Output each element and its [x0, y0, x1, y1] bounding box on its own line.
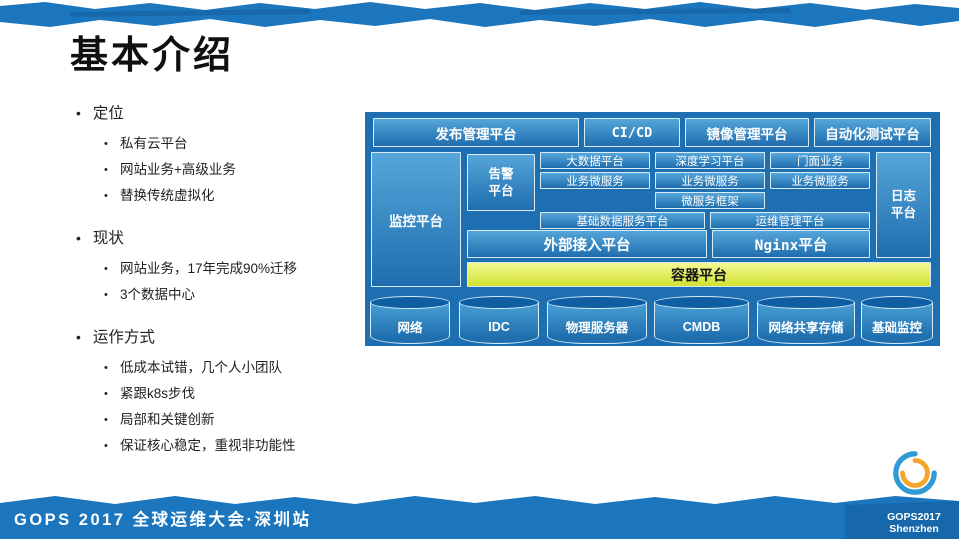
- bullet-item: 紧跟k8s步伐: [76, 381, 376, 407]
- brand-text: GOPS2017 Shenzhen: [875, 511, 953, 535]
- cylinder-shared-storage: 网络共享存储: [757, 296, 855, 344]
- cylinder-label: 网络: [397, 321, 423, 335]
- bullet-group-status: 现状 网站业务，17年完成90%迁移 3个数据中心: [76, 227, 376, 308]
- cylinder-top: [861, 296, 933, 309]
- box-nginx-platform: Nginx平台: [712, 230, 870, 258]
- bullet-item: 3个数据中心: [76, 282, 376, 308]
- box-micro-service-1: 业务微服务: [540, 172, 650, 189]
- box-alert-platform: 告警平台: [467, 154, 535, 211]
- cylinder-label: 基础监控: [871, 321, 922, 335]
- box-microservice-framework: 微服务框架: [655, 192, 765, 209]
- bullet-item: 网站业务，17年完成90%迁移: [76, 256, 376, 282]
- bullet-heading: 定位: [76, 102, 376, 125]
- cylinder-label: CMDB: [682, 319, 721, 334]
- architecture-diagram: 发布管理平台 CI/CD 镜像管理平台 自动化测试平台 监控平台 告警平台 日志…: [365, 112, 940, 346]
- box-facade-service: 门面业务: [770, 152, 870, 169]
- cylinder-body: [547, 302, 647, 344]
- box-monitor-platform: 监控平台: [371, 152, 461, 287]
- cylinder-body: [861, 302, 933, 344]
- box-ops-mgmt-platform: 运维管理平台: [710, 212, 870, 229]
- bullet-item: 保证核心稳定，重视非功能性: [76, 433, 376, 459]
- box-bigdata-platform: 大数据平台: [540, 152, 650, 169]
- box-micro-service-2: 业务微服务: [655, 172, 765, 189]
- box-autotest-platform: 自动化测试平台: [814, 118, 931, 147]
- box-external-access-platform: 外部接入平台: [467, 230, 707, 258]
- cylinder-body: [370, 302, 450, 344]
- cylinder-top: [370, 296, 450, 309]
- box-log-platform: 日志平台: [876, 152, 931, 258]
- bullet-item: 替换传统虚拟化: [76, 183, 376, 209]
- box-deeplearning-platform: 深度学习平台: [655, 152, 765, 169]
- box-base-data-platform: 基础数据服务平台: [540, 212, 705, 229]
- cylinder-body: [654, 302, 749, 344]
- page-title: 基本介绍: [70, 35, 235, 77]
- cylinder-top: [654, 296, 749, 309]
- bullet-group-operation: 运作方式 低成本试错，几个人小团队 紧跟k8s步伐 局部和关键创新 保证核心稳定…: [76, 326, 376, 459]
- cylinder-top: [459, 296, 539, 309]
- cylinder-idc: IDC: [459, 296, 539, 344]
- bullet-item: 低成本试错，几个人小团队: [76, 355, 376, 381]
- cylinder-label: 网络共享存储: [768, 321, 844, 335]
- box-image-mgmt-platform: 镜像管理平台: [685, 118, 809, 147]
- box-cicd: CI/CD: [584, 118, 680, 147]
- cylinder-label: IDC: [488, 319, 510, 334]
- bottom-brush-band: [0, 496, 959, 539]
- cylinder-base-monitor: 基础监控: [861, 296, 933, 344]
- cylinder-cmdb: CMDB: [654, 296, 749, 344]
- box-container-platform: 容器平台: [467, 262, 931, 287]
- cylinder-physical-server: 物理服务器: [547, 296, 647, 344]
- bullet-group-positioning: 定位 私有云平台 网站业务+高级业务 替换传统虚拟化: [76, 102, 376, 209]
- box-log-label: 日志平台: [890, 189, 916, 220]
- bullet-item: 局部和关键创新: [76, 407, 376, 433]
- cylinder-label: 物理服务器: [565, 321, 629, 335]
- bullet-item: 网站业务+高级业务: [76, 157, 376, 183]
- box-release-mgmt-platform: 发布管理平台: [373, 118, 579, 147]
- gops-logo: [892, 450, 938, 496]
- box-alert-label: 告警平台: [488, 166, 514, 198]
- bullet-list: 定位 私有云平台 网站业务+高级业务 替换传统虚拟化 现状 网站业务，17年完成…: [76, 102, 376, 459]
- brand-line1: GOPS2017: [887, 511, 941, 523]
- bullet-heading: 运作方式: [76, 326, 376, 349]
- bullet-heading: 现状: [76, 227, 376, 250]
- cylinder-network: 网络: [370, 296, 450, 344]
- cylinder-top: [757, 296, 855, 309]
- top-brush-band: [0, 2, 959, 27]
- bullet-item: 私有云平台: [76, 131, 376, 157]
- footer-text: GOPS 2017 全球运维大会·深圳站: [14, 511, 312, 529]
- box-micro-service-3: 业务微服务: [770, 172, 870, 189]
- brand-line2: Shenzhen: [889, 523, 939, 535]
- cylinder-top: [547, 296, 647, 309]
